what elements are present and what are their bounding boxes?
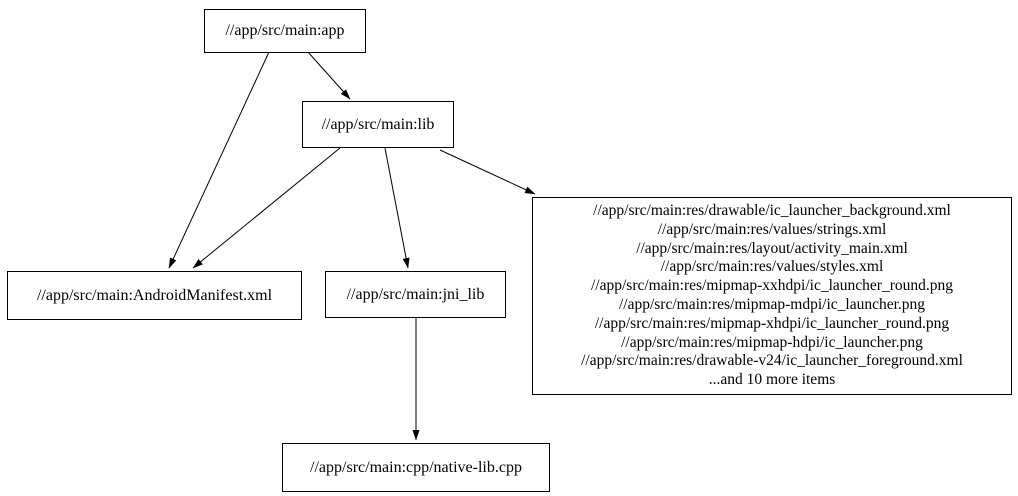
node-app: //app/src/main:app <box>204 9 366 53</box>
edge-lib-to-resources <box>439 149 536 195</box>
resource-item: //app/src/main:res/mipmap-xxhdpi/ic_laun… <box>590 277 953 295</box>
node-jni-lib-label: //app/src/main:jni_lib <box>346 285 485 303</box>
resource-item: //app/src/main:res/mipmap-mdpi/ic_launch… <box>618 296 926 313</box>
edge-lib-to-jni-lib <box>384 147 410 269</box>
node-native-lib-cpp-label: //app/src/main:cpp/native-lib.cpp <box>310 458 522 476</box>
node-app-label: //app/src/main:app <box>225 22 345 39</box>
resource-item: //app/src/main:res/mipmap-hdpi/ic_launch… <box>621 333 923 351</box>
edge-app-to-lib <box>307 51 351 100</box>
resource-item: //app/src/main:res/values/styles.xml <box>660 258 884 276</box>
resource-item: //app/src/main:res/layout/activity_main.… <box>636 239 908 257</box>
edge-app-to-manifest <box>168 51 270 269</box>
node-lib-label: //app/src/main:lib <box>321 115 435 133</box>
resource-item: //app/src/main:res/values/strings.xml <box>657 220 887 238</box>
resource-more-items-note: ...and 10 more items <box>708 371 836 389</box>
node-native-lib-cpp: //app/src/main:cpp/native-lib.cpp <box>282 443 550 492</box>
node-jni-lib: //app/src/main:jni_lib <box>325 271 506 318</box>
node-lib: //app/src/main:lib <box>302 101 454 148</box>
node-android-manifest-label: //app/src/main:AndroidManifest.xml <box>36 286 273 304</box>
node-android-manifest: //app/src/main:AndroidManifest.xml <box>7 271 302 320</box>
resource-item: //app/src/main:res/mipmap-xhdpi/ic_launc… <box>594 314 950 332</box>
resource-item: //app/src/main:res/drawable-v24/ic_launc… <box>581 352 963 370</box>
edge-lib-to-manifest <box>192 147 341 269</box>
resource-item: //app/src/main:res/drawable/ic_launcher_… <box>593 202 951 220</box>
node-resources-group: //app/src/main:res/drawable/ic_launcher_… <box>532 197 1012 395</box>
